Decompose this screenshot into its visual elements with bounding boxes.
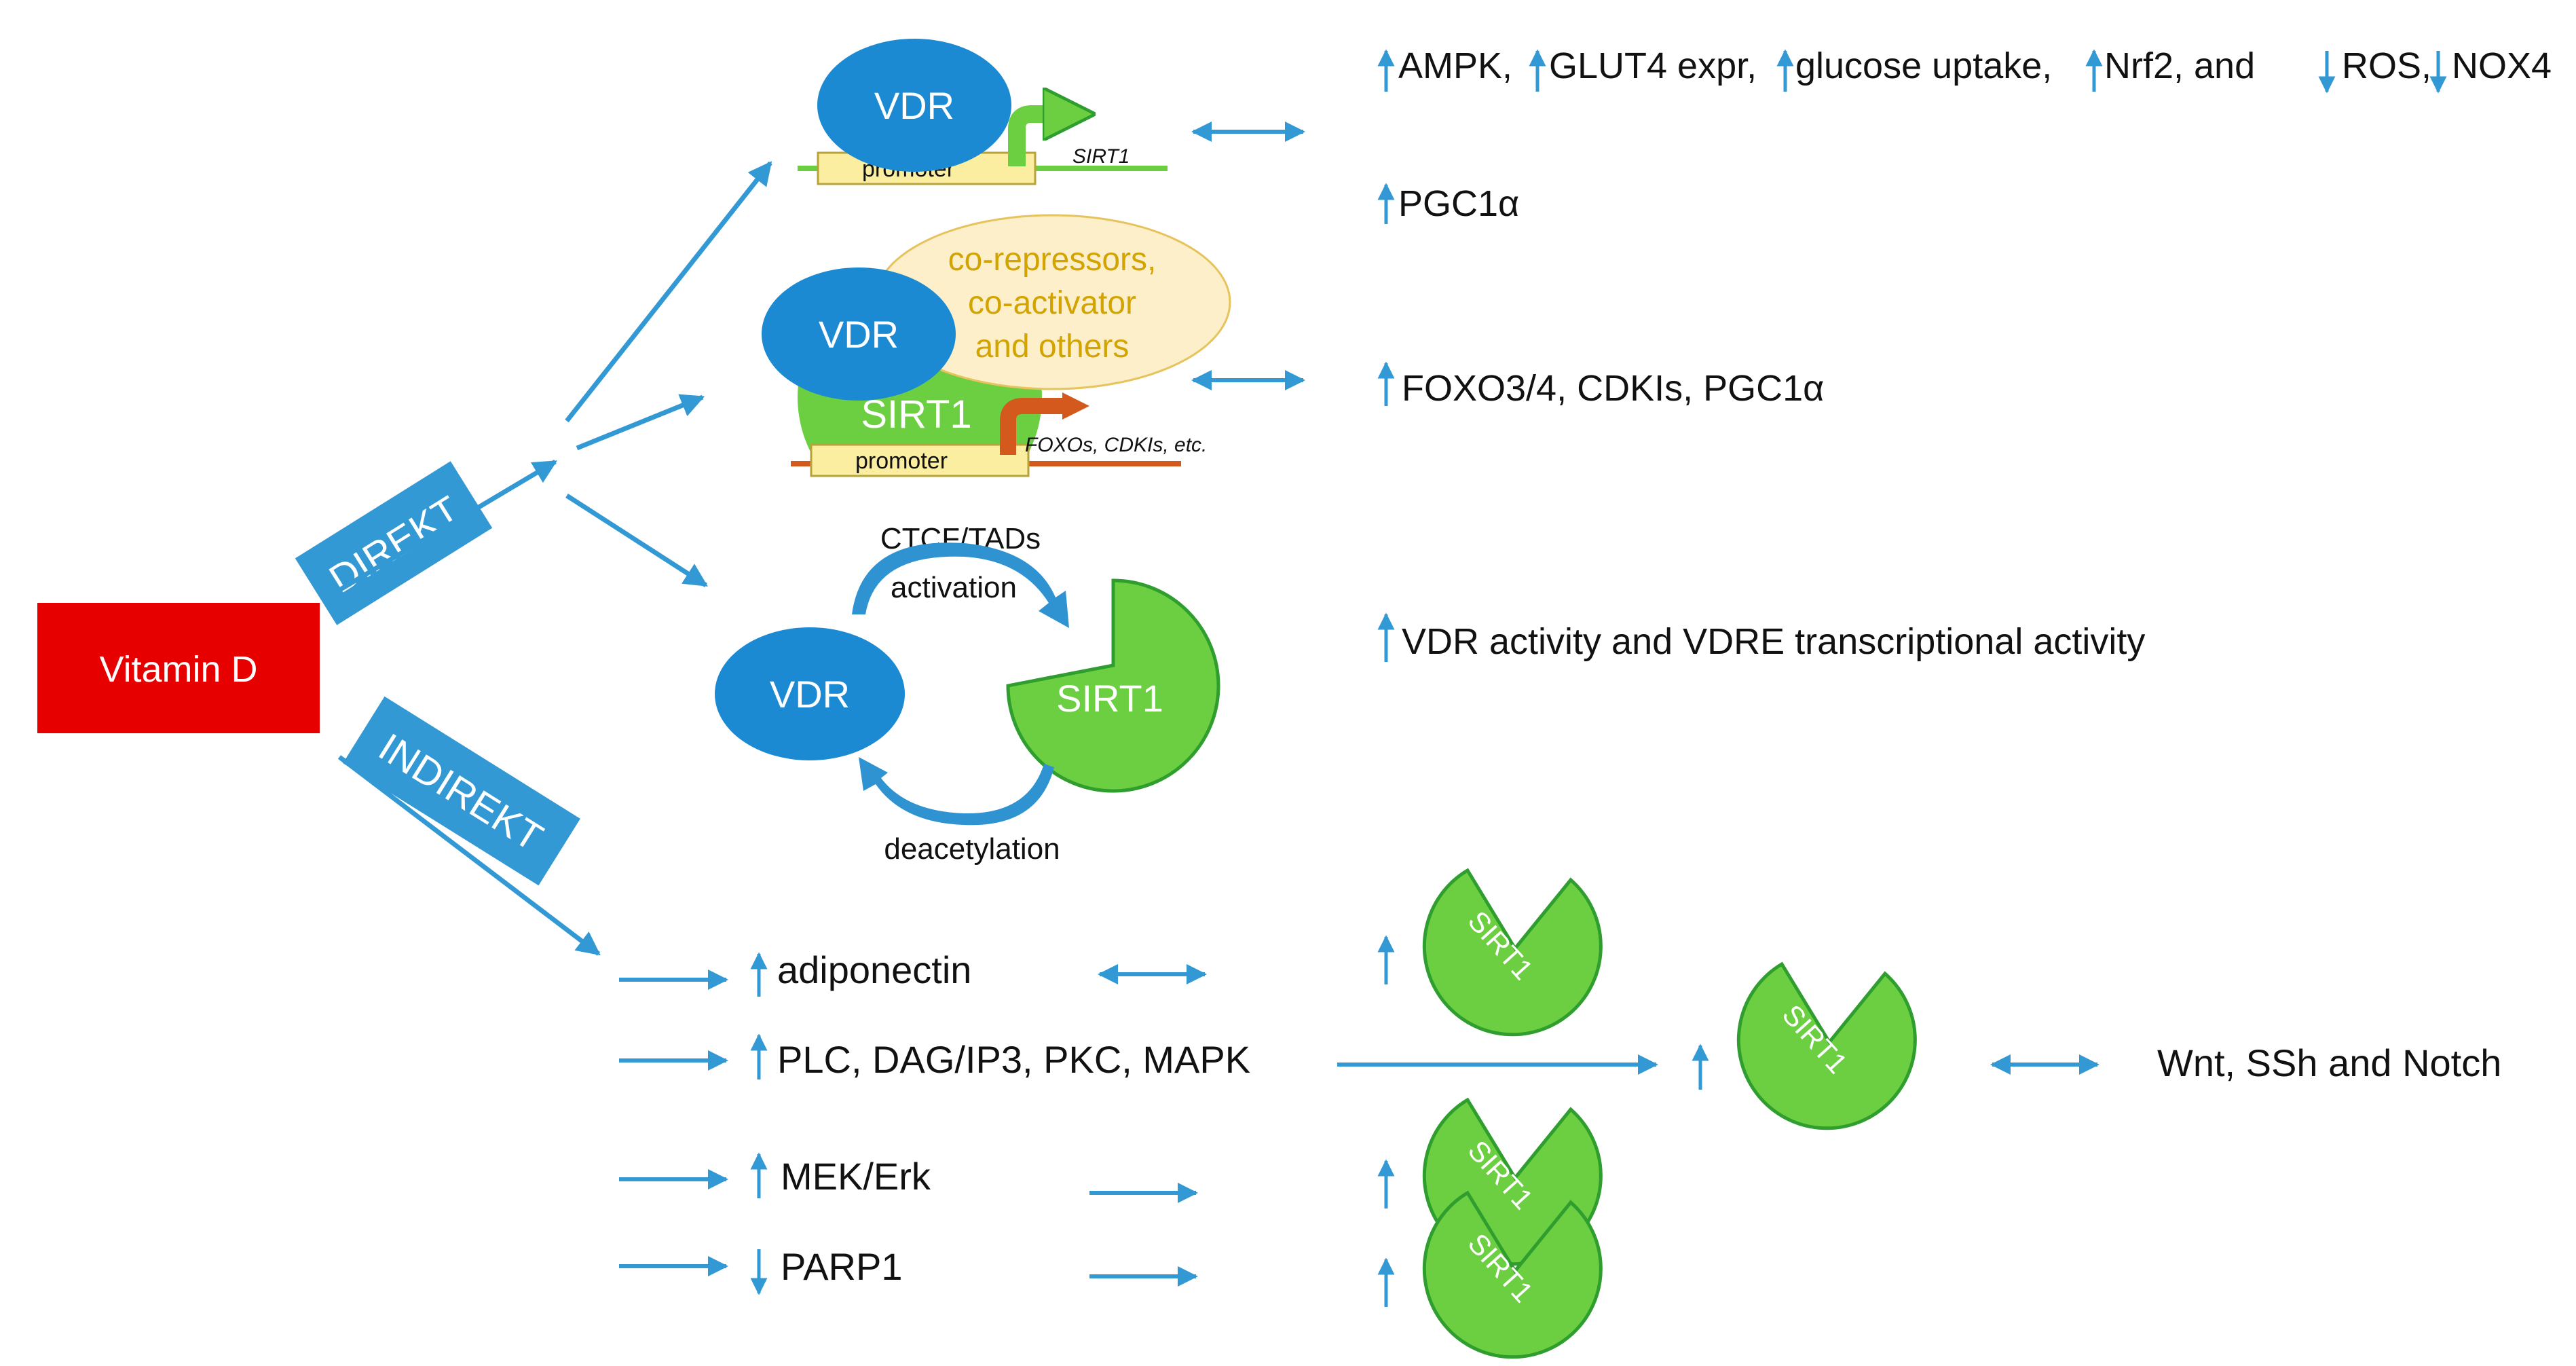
panel-vdr-sirt1-complex: SIRT1 co-repressors, co-activator and ot…: [762, 214, 1305, 477]
panel3-effect: VDR activity and VDRE transcriptional ac…: [1377, 612, 2145, 662]
activation-label: activation: [891, 571, 1017, 604]
vdr-label-3: VDR: [770, 673, 850, 716]
effect-nox4: NOX4: [2429, 45, 2552, 94]
svg-text:PARP1: PARP1: [781, 1245, 902, 1288]
cofactor-line-2: co-activator: [968, 285, 1136, 321]
activation-arrow: [852, 542, 1069, 628]
svg-text:PGC1α: PGC1α: [1398, 183, 1519, 224]
transcription-start-arrow: [1008, 114, 1069, 166]
sirt1-pacman-adiponectin: SIRT1: [1422, 868, 1603, 1037]
effect-ros: ROS,: [2318, 45, 2431, 94]
promoter-box-2: [810, 443, 1030, 477]
effect-pgc1a: PGC1α: [1377, 183, 1519, 224]
direct-branch: DIREKT: [295, 161, 772, 625]
cofactor-line-3: and others: [975, 329, 1130, 365]
effect-glucose-uptake: glucose uptake,: [1776, 45, 2052, 92]
effect-nrf2: Nrf2, and: [2085, 45, 2255, 92]
vdr-label: VDR: [874, 84, 954, 127]
sirt1-label: SIRT1: [861, 392, 971, 437]
panel2-effect: FOXO3/4, CDKIs, PGC1α: [1377, 361, 1824, 409]
panel-vdr-sirt1-cycle: CTCF/TADs activation VDR SIRT1 deacetyla…: [715, 522, 1220, 866]
indirect-branch: INDIREKT: [337, 696, 601, 956]
svg-text:adiponectin: adiponectin: [777, 948, 971, 991]
vitamin-d-label: Vitamin D: [99, 649, 257, 690]
vdr-ellipse: [817, 39, 1011, 172]
svg-text:Nrf2, and: Nrf2, and: [2104, 45, 2255, 86]
svg-text:PLC, DAG/IP3, PKC, MAPK: PLC, DAG/IP3, PKC, MAPK: [777, 1038, 1250, 1081]
sirt1-pacman-central: SIRT1: [1736, 961, 1917, 1130]
svg-text:glucose uptake,: glucose uptake,: [1795, 45, 2052, 86]
vdr-ellipse-2: [762, 267, 956, 401]
row-plc: PLC, DAG/IP3, PKC, MAPK: [619, 1033, 1658, 1081]
vdr-ellipse-3: [715, 627, 905, 760]
row-adiponectin: adiponectin: [619, 935, 1395, 997]
effect-ampk: AMPK,: [1377, 45, 1512, 92]
indirect-rows: adiponectin PLC, DAG/IP3, PKC, MAPK MEK/…: [619, 935, 1658, 1307]
effect-glut4: GLUT4 expr,: [1529, 45, 1757, 92]
panel1-effects: AMPK, GLUT4 expr, glucose uptake, Nrf2, …: [1377, 45, 2552, 224]
svg-text:AMPK,: AMPK,: [1398, 45, 1512, 86]
sirt1-label-3: SIRT1: [1056, 677, 1163, 720]
sirt1-pacman: [1006, 578, 1220, 793]
svg-text:GLUT4 expr,: GLUT4 expr,: [1549, 45, 1757, 86]
pathways-label: Wnt, SSh and Notch: [2157, 1041, 2501, 1084]
target-genes-label: FOXOs, CDKIs, etc.: [1025, 434, 1207, 456]
vitamin-d-node: Vitamin D: [37, 603, 320, 733]
deacetylation-arrow: [859, 757, 1054, 826]
svg-text:MEK/Erk: MEK/Erk: [781, 1155, 931, 1198]
svg-text:NOX4: NOX4: [2452, 45, 2552, 86]
panel-vdr-sirt1-promoter: promoter VDR SIRT1: [798, 39, 1305, 185]
vdr-label-2: VDR: [819, 313, 899, 356]
svg-text:ROS,: ROS,: [2342, 45, 2431, 86]
svg-text:FOXO3/4, CDKIs, PGC1α: FOXO3/4, CDKIs, PGC1α: [1402, 368, 1824, 409]
indirect-sirt1-group: SIRT1 SIRT1 SIRT1 SIRT1 Wnt, SSh and Not…: [1422, 868, 2501, 1359]
promoter-label-2: promoter: [855, 448, 948, 474]
row-parp1: PARP1: [619, 1245, 1395, 1307]
transcription-start-arrow-2: [1000, 398, 1064, 455]
sirt1-gene-label: SIRT1: [1072, 145, 1130, 168]
row-mek-erk: MEK/Erk: [619, 1152, 1395, 1208]
cofactor-line-1: co-repressors,: [948, 242, 1157, 278]
deacetylation-label: deacetylation: [884, 832, 1060, 866]
svg-text:VDR activity and VDRE transcri: VDR activity and VDRE transcriptional ac…: [1402, 621, 2145, 662]
